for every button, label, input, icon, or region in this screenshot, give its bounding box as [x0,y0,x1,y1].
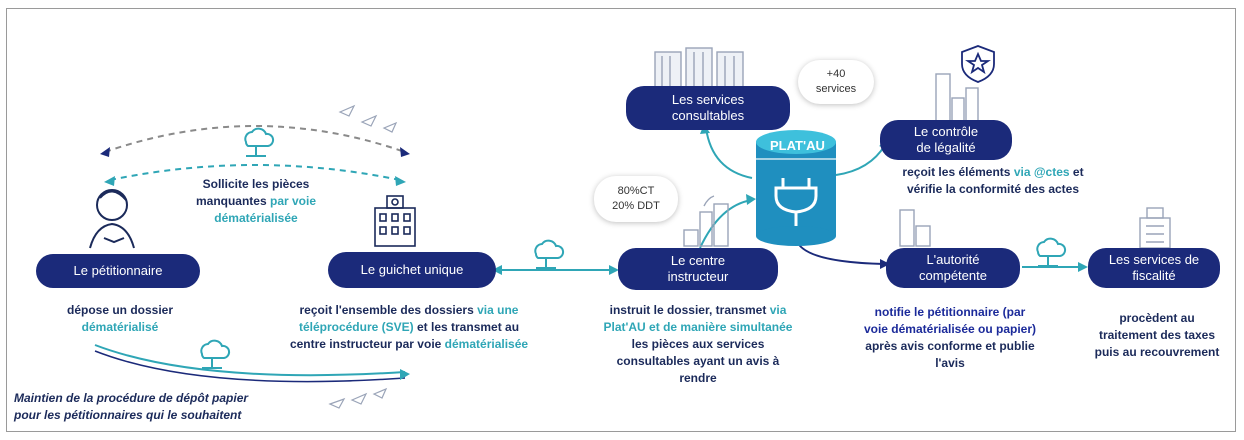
ct-ddt-bubble: 80%CT 20% DDT [594,176,678,222]
guichet-line1a: reçoit l'ensemble des dossiers [299,303,474,317]
paper-plane-icon [338,104,398,133]
centre-line1a: instruit le dossier, transmet [609,303,767,317]
autorite-line2: voie dématérialisée ou papier) [863,322,1037,336]
actor-services-line1: Les services [671,92,745,107]
sollicite-manquantes: manquantes [195,194,267,208]
depose-text: dépose un dossier dématérialisé [30,302,210,336]
controle-line2: vérifie la conformité des actes [906,182,1080,196]
autorite-line1: notifie le pétitionnaire (par [874,305,1026,319]
actor-controle-line1: Le contrôle [913,124,979,139]
fiscalite-line2: traitement des taxes [1098,328,1216,342]
centre-line4: consultables ayant un avis à [616,354,780,368]
centre-line3: les pièces aux services [631,337,765,351]
actor-guichet-label: Le guichet unique [360,262,464,277]
controle-line1b: via @ctes [1013,165,1070,179]
centre-line5: rendre [679,371,717,385]
depose-line2: dématérialisé [81,320,159,334]
guichet-line2b: et les transmet au [417,320,520,334]
shield-star-icon [961,45,995,83]
guichet-line3a: centre instructeur par voie [289,337,442,351]
paper-procedure-note: Maintien de la procédure de dépôt papier… [14,390,324,424]
cloud-network-icon [1036,237,1067,267]
controle-line1a: reçoit les éléments [902,165,1011,179]
actor-guichet-unique: Le guichet unique [328,252,496,288]
sollicite-line1: Sollicite les pièces [202,177,310,191]
fiscalite-text: procèdent au traitement des taxes puis a… [1082,310,1232,361]
autorite-line4: l'avis [935,356,965,370]
services-count-bubble: +40 services [798,60,874,104]
factory-icon [683,195,729,247]
actor-fiscalite-line2: fiscalité [1132,268,1176,283]
cloud-network-icon [534,239,565,269]
building-icon [654,47,744,89]
actor-services-line2: consultables [671,108,745,123]
plug-icon [774,178,818,226]
dashed-arc-request [109,164,401,181]
building-icon [899,209,931,247]
actor-controle-line2: de légalité [916,140,976,155]
link-services-platau [705,127,753,179]
controle-line1c: et [1072,165,1084,179]
ct-line2: 20% DDT [612,200,660,212]
actor-centre-instructeur: Le centre instructeur [618,248,778,290]
link-centre-platau [699,199,753,249]
actor-centre-line2: instructeur [667,269,729,284]
building-icon [374,195,416,247]
guichet-text: reçoit l'ensemble des dossiers via une t… [256,302,562,353]
actor-services-consultables: Les services consultables [626,86,790,130]
autorite-line3: après avis conforme et publie [865,339,1035,353]
actor-petitionnaire: Le pétitionnaire [36,254,200,288]
centre-text: instruit le dossier, transmet via Plat'A… [572,302,824,387]
centre-line1b: via [769,303,787,317]
fiscalite-line3: puis au recouvrement [1094,345,1220,359]
guichet-line2a: téléprocédure (SVE) [298,320,414,334]
actor-centre-line1: Le centre [670,253,726,268]
building-icon [935,73,979,123]
person-icon [89,189,135,249]
paper-path-lines [94,344,406,377]
platau-label: PLAT'AU [770,138,825,153]
cloud-network-icon [244,127,275,157]
actor-fiscalite-line1: Les services de [1108,252,1200,267]
fiscalite-line1: procèdent au [1119,311,1195,325]
sollicite-text: Sollicite les pièces manquantes par voie… [176,176,336,227]
cloud-network-icon [200,339,231,369]
autorite-text: notifie le pétitionnaire (par voie démat… [848,304,1052,372]
paper-note-line1: Maintien de la procédure de dépôt papier [14,391,249,405]
paper-plane-icon [328,387,388,409]
actor-services-fiscalite: Les services de fiscalité [1088,248,1220,288]
centre-line2: Plat'AU et de manière simultanée [603,320,793,334]
actor-petitionnaire-label: Le pétitionnaire [73,263,163,278]
guichet-line1b: via une [477,303,519,317]
ct-line1: 80%CT [617,185,655,197]
sollicite-dematerialisee: dématérialisée [214,211,298,225]
building-icon [1139,207,1171,249]
depose-line1: dépose un dossier [66,303,174,317]
services-count-line1: +40 [826,68,846,80]
diagram-frame [6,8,1236,432]
actor-controle-legalite: Le contrôle de légalité [880,120,1012,160]
controle-text: reçoit les éléments via @ctes et vérifie… [868,164,1118,198]
dashed-arc-return [104,125,406,153]
actor-autorite-line2: compétente [919,268,987,283]
paper-note-line2: pour les pétitionnaires qui le souhaiten… [14,408,242,422]
guichet-line3b: dématérialisée [444,337,529,351]
services-count-line2: services [815,83,857,95]
sollicite-par-voie: par voie [270,194,317,208]
actor-autorite-competente: L'autorité compétente [886,248,1020,288]
actor-autorite-line1: L'autorité [926,252,980,267]
